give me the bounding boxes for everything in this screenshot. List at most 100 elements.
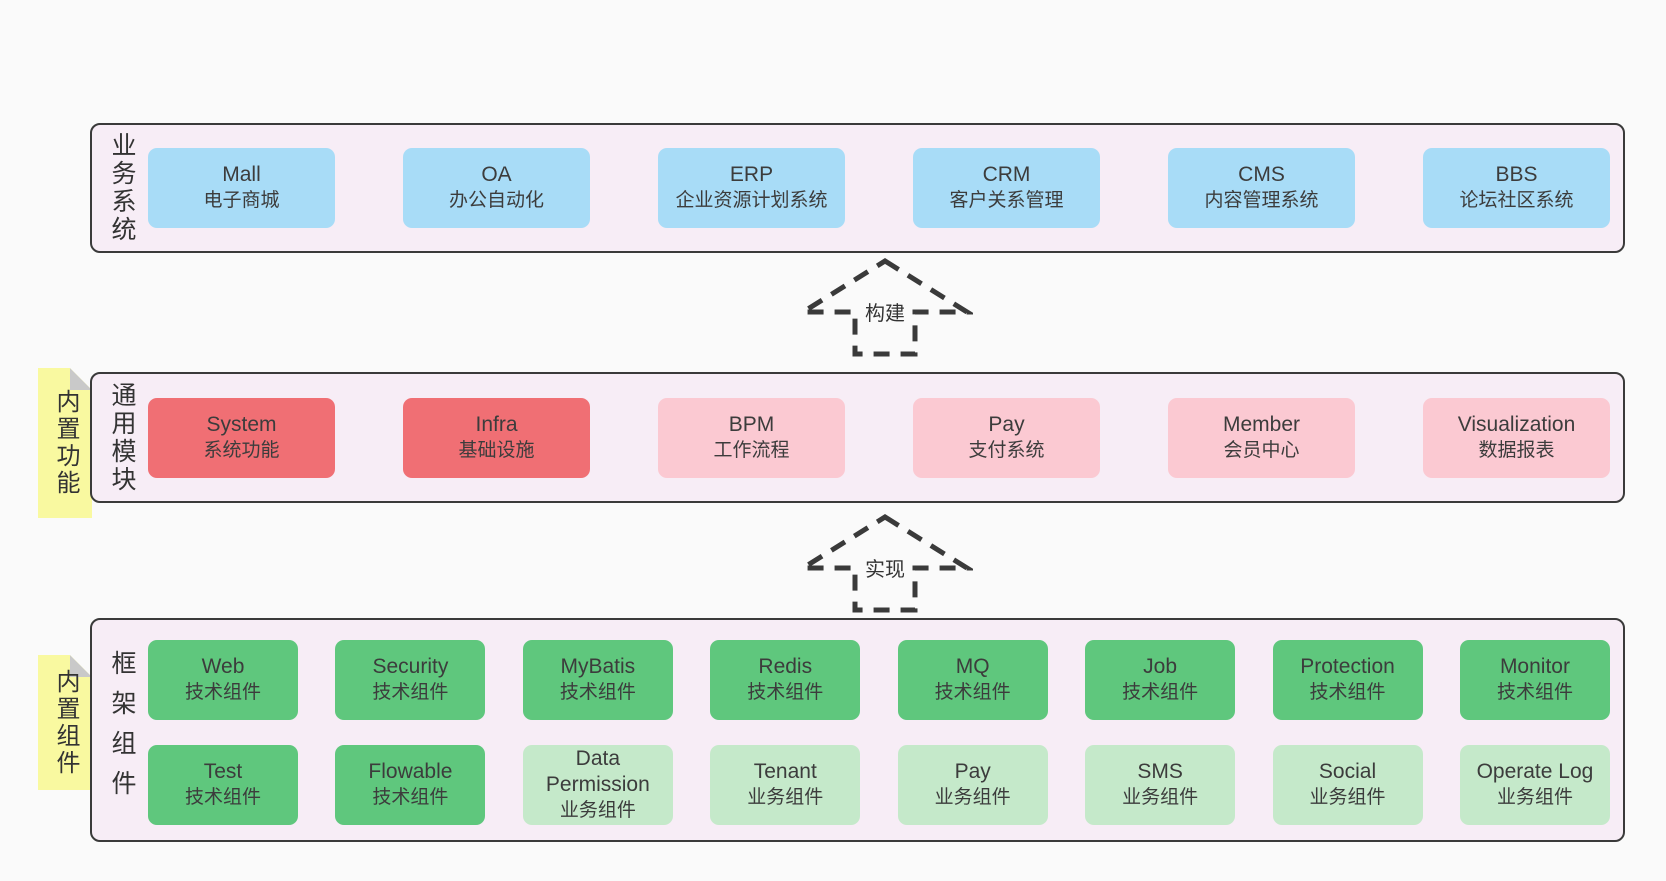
box-subtitle: 客户关系管理: [949, 190, 1064, 211]
box-title: Redis: [758, 655, 813, 678]
arrow-build: 构建: [797, 256, 973, 358]
box-title: Pay: [954, 760, 991, 783]
box-title: Social: [1318, 760, 1377, 783]
box-cms: CMS 内容管理系统: [1168, 148, 1355, 228]
components-row-1: Web 技术组件 Security 技术组件 MyBatis 技术组件 Redi…: [148, 640, 1610, 720]
box-subtitle: 技术组件: [1309, 682, 1386, 703]
box-monitor: Monitor 技术组件: [1459, 640, 1610, 720]
box-pay-component: Pay 业务组件: [897, 745, 1048, 825]
box-member: Member 会员中心: [1168, 397, 1355, 478]
arrow-build-label: 构建: [861, 296, 909, 327]
box-erp: ERP 企业资源计划系统: [658, 148, 845, 228]
box-title: SMS: [1137, 760, 1183, 783]
layer-components-label: 框架组件: [108, 650, 136, 810]
modules-boxes-row: System 系统功能 Infra 基础设施 BPM 工作流程 Pay 支付系统…: [148, 374, 1610, 501]
box-protection: Protection 技术组件: [1272, 640, 1423, 720]
box-mall: Mall 电子商城: [148, 148, 335, 228]
box-title: System: [206, 412, 277, 436]
box-subtitle: 支付系统: [968, 439, 1045, 461]
arrow-implement-label: 实现: [861, 552, 909, 583]
box-title: Infra: [475, 412, 518, 436]
layer-business-label: 业务系统: [108, 132, 136, 244]
box-subtitle: 技术组件: [1122, 682, 1199, 703]
up-arrow-icon: [797, 514, 973, 613]
box-title: MQ: [955, 655, 990, 678]
box-subtitle: 电子商城: [203, 190, 280, 211]
box-title: BPM: [728, 412, 775, 436]
arrow-implement: 实现: [797, 512, 973, 614]
box-bpm: BPM 工作流程: [658, 397, 845, 478]
box-sms: SMS 业务组件: [1085, 745, 1236, 825]
box-subtitle: 技术组件: [934, 682, 1011, 703]
box-subtitle: 系统功能: [203, 439, 280, 461]
box-title: CRM: [982, 163, 1031, 186]
box-subtitle: 技术组件: [372, 682, 449, 703]
fold-corner-icon: [70, 368, 92, 390]
box-crm: CRM 客户关系管理: [913, 148, 1100, 228]
box-subtitle: 会员中心: [1223, 439, 1300, 461]
box-data-permission: Data Permission 业务组件: [522, 745, 673, 825]
box-title: Flowable: [368, 760, 453, 783]
business-boxes-row: Mall 电子商城 OA 办公自动化 ERP 企业资源计划系统 CRM 客户关系…: [148, 125, 1610, 251]
layer-framework-components: 框架组件 Web 技术组件 Security 技术组件 MyBatis 技术组件…: [90, 618, 1625, 842]
box-subtitle: 技术组件: [184, 787, 261, 808]
box-subtitle: 企业资源计划系统: [675, 190, 828, 211]
box-web: Web 技术组件: [148, 640, 298, 720]
box-tenant: Tenant 业务组件: [710, 745, 861, 825]
layer-modules-label: 通用模块: [108, 381, 136, 494]
box-subtitle: 技术组件: [184, 682, 261, 703]
box-subtitle: 技术组件: [372, 787, 449, 808]
box-title: Web: [201, 655, 245, 678]
box-title: Job: [1143, 655, 1178, 678]
box-title: OA: [481, 163, 512, 186]
box-operate-log: Operate Log 业务组件: [1459, 745, 1610, 825]
box-subtitle: 数据报表: [1478, 439, 1555, 461]
components-rows: Web 技术组件 Security 技术组件 MyBatis 技术组件 Redi…: [148, 640, 1610, 825]
box-subtitle: 内容管理系统: [1204, 190, 1319, 211]
box-subtitle: 业务组件: [1122, 787, 1199, 808]
box-title: Data Permission: [545, 747, 650, 796]
box-job: Job 技术组件: [1085, 640, 1236, 720]
box-title: Security: [372, 655, 449, 678]
box-security: Security 技术组件: [335, 640, 486, 720]
box-title: BBS: [1495, 163, 1538, 186]
box-subtitle: 工作流程: [713, 439, 790, 461]
box-subtitle: 业务组件: [1309, 787, 1386, 808]
box-subtitle: 业务组件: [934, 787, 1011, 808]
box-subtitle: 业务组件: [1496, 787, 1573, 808]
box-title: Visualization: [1457, 412, 1576, 436]
box-subtitle: 技术组件: [747, 682, 824, 703]
up-arrow-icon: [797, 258, 973, 357]
box-title: CMS: [1238, 163, 1285, 186]
box-subtitle: 办公自动化: [448, 190, 544, 211]
box-title: Test: [203, 760, 243, 783]
box-title: Monitor: [1499, 655, 1570, 678]
box-social: Social 业务组件: [1272, 745, 1423, 825]
box-subtitle: 技术组件: [559, 682, 636, 703]
box-subtitle: 业务组件: [747, 787, 824, 808]
box-bbs: BBS 论坛社区系统: [1423, 148, 1610, 228]
box-title: MyBatis: [560, 655, 636, 678]
box-redis: Redis 技术组件: [710, 640, 861, 720]
box-title: ERP: [729, 163, 774, 186]
components-row-2: Test 技术组件 Flowable 技术组件 Data Permission …: [148, 745, 1610, 825]
box-title: Member: [1222, 412, 1301, 436]
box-subtitle: 基础设施: [458, 439, 535, 461]
layer-business-systems: 业务系统 Mall 电子商城 OA 办公自动化 ERP 企业资源计划系统 CRM…: [90, 123, 1625, 253]
box-mybatis: MyBatis 技术组件: [522, 640, 673, 720]
tag-text: 内置功能: [52, 389, 79, 497]
box-oa: OA 办公自动化: [403, 148, 590, 228]
box-infra: Infra 基础设施: [403, 397, 590, 478]
box-mq: MQ 技术组件: [897, 640, 1048, 720]
box-title: Pay: [988, 412, 1025, 436]
box-title: Tenant: [753, 760, 817, 783]
box-title: Mall: [222, 163, 261, 186]
box-visualization: Visualization 数据报表: [1423, 397, 1610, 478]
box-system: System 系统功能: [148, 397, 335, 478]
tag-built-in-components: 内置组件: [38, 655, 92, 790]
box-title: Protection: [1300, 655, 1395, 678]
box-subtitle: 论坛社区系统: [1459, 190, 1574, 211]
box-subtitle: 技术组件: [1496, 682, 1573, 703]
box-title: Operate Log: [1476, 760, 1594, 783]
box-pay-module: Pay 支付系统: [913, 397, 1100, 478]
